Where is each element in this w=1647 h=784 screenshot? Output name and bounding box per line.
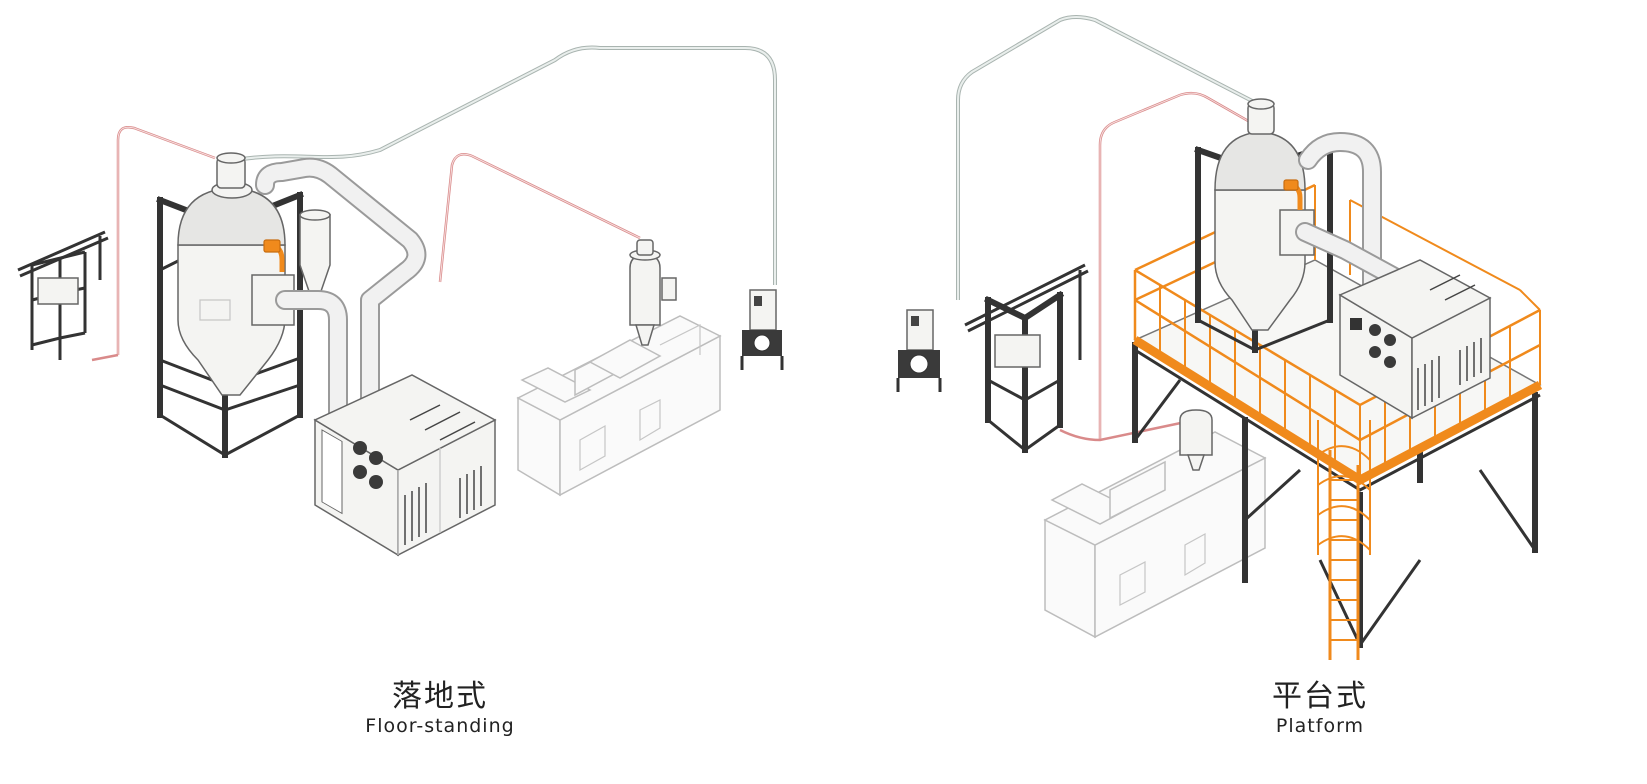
platform-dehumidifying-dryer: [1338, 259, 1492, 420]
platform-title-en: Platform: [1275, 715, 1365, 737]
injection-molding-machine: [516, 239, 722, 497]
floor-standing-caption: 落地式 Floor-standing: [340, 680, 540, 738]
platform-vacuum-loader: [896, 309, 942, 392]
floor-standing-title-en: Floor-standing: [365, 715, 515, 737]
platform-system: [896, 15, 1543, 660]
cage-ladder: [1317, 420, 1371, 660]
platform-bag-stand: [964, 263, 1089, 453]
platform-drying-hopper: [1194, 98, 1410, 353]
vacuum-loader: [740, 289, 784, 370]
bag-unloading-stand: [17, 230, 109, 360]
dehumidifying-dryer: [313, 374, 497, 557]
platform-caption: 平台式 Platform: [1240, 680, 1400, 738]
cyclone-filter: [299, 209, 331, 301]
floor-standing-system: [17, 45, 784, 557]
air-ducts: [255, 157, 427, 425]
conveying-pipes: [91, 45, 777, 362]
floor-standing-title-cn: 落地式: [392, 679, 488, 714]
platform-conveying-pipes: [956, 15, 1261, 442]
platform-injection-machine: [1043, 409, 1267, 639]
platform-title-cn: 平台式: [1272, 679, 1368, 714]
